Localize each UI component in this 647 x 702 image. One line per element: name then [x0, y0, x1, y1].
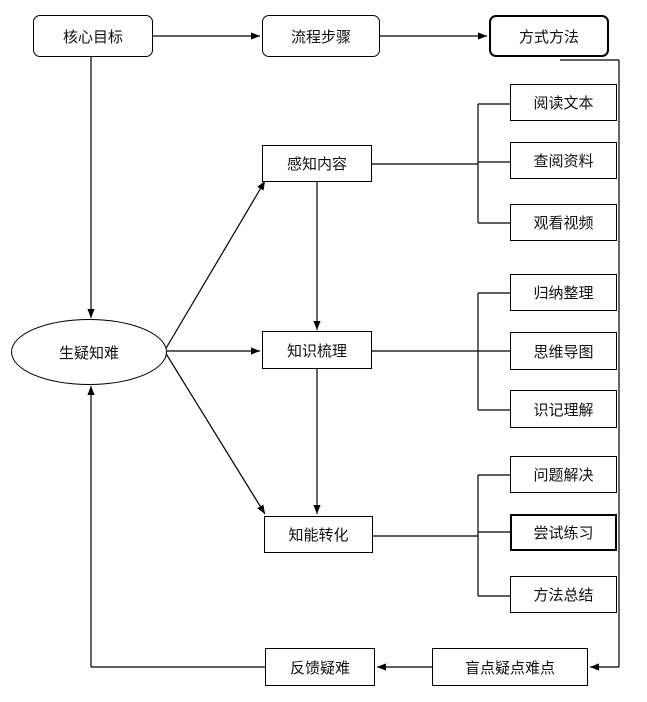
method-memorize-box: 识记理解	[510, 390, 617, 428]
method-try-practice-box: 尝试练习	[510, 514, 617, 551]
method-solve-problems-box: 问题解决	[510, 456, 617, 493]
methods-box: 方式方法	[489, 15, 609, 57]
method-summary-box: 方法总结	[510, 576, 617, 613]
core-goal-box: 核心目标	[33, 15, 153, 57]
method-watch-video-box: 观看视频	[510, 204, 617, 241]
stage-transform-box: 知能转化	[264, 516, 373, 553]
center-ellipse: 生疑知难	[11, 319, 167, 385]
feedback-box: 反馈疑难	[265, 648, 375, 686]
blind-spots-box: 盲点疑点难点	[432, 648, 588, 686]
stage-organize-box: 知识梳理	[262, 331, 372, 369]
stage-perceive-box: 感知内容	[262, 145, 372, 182]
method-check-material-box: 查阅资料	[510, 142, 617, 179]
arrow-center-to-perceive	[164, 180, 266, 351]
method-mind-map-box: 思维导图	[510, 332, 617, 370]
method-read-text-box: 阅读文本	[510, 84, 617, 121]
process-steps-box: 流程步骤	[262, 15, 380, 57]
method-summarize-box: 归纳整理	[510, 274, 617, 311]
arrow-center-to-transform	[164, 351, 266, 515]
